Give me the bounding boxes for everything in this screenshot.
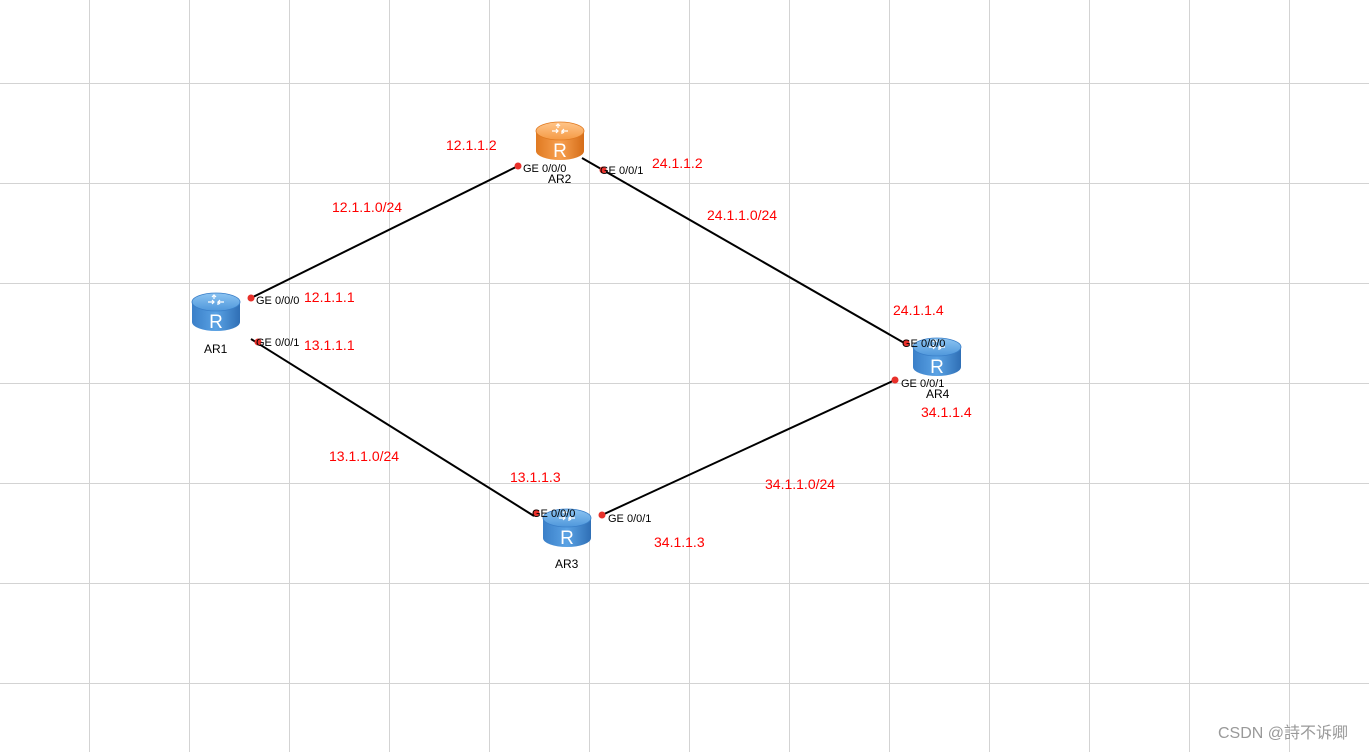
- link-ar3-ar4[interactable]: [601, 379, 896, 516]
- port-dot-ar3-g0[interactable]: [532, 509, 540, 517]
- iface-ar4-g0-label: GE 0/0/0: [902, 338, 946, 350]
- iface-ar3-g0-label: GE 0/0/0: [532, 508, 576, 520]
- router-ar1-letter: R: [209, 312, 223, 333]
- link-ar1-ar2[interactable]: [250, 165, 519, 299]
- port-dot-ar1-g0[interactable]: [247, 294, 255, 302]
- iface-ar4-g1-label: GE 0/0/1: [901, 378, 945, 390]
- subnet-ar1-ar2: 12.1.1.0/24: [332, 199, 403, 215]
- iface-ar2-g0-label: GE 0/0/0: [523, 163, 567, 175]
- ip-ar3-g1: 34.1.1.3: [654, 534, 705, 550]
- router-ar1-icon[interactable]: R: [191, 292, 241, 333]
- router-ar1-name: AR1: [204, 342, 228, 356]
- port-dot-ar4-g0[interactable]: [902, 339, 910, 347]
- port-dot-ar4-g1[interactable]: [891, 376, 899, 384]
- router-ar3-letter: R: [560, 528, 574, 549]
- iface-ar3-g1-label: GE 0/0/1: [608, 513, 652, 525]
- router-ar3-icon[interactable]: R: [542, 508, 592, 549]
- watermark-text: CSDN @詩不诉卿: [1218, 725, 1349, 742]
- iface-ar1-g0-label: GE 0/0/0: [256, 295, 300, 307]
- subnet-ar1-ar3: 13.1.1.0/24: [329, 448, 400, 464]
- router-ar2-name: AR2: [548, 172, 572, 186]
- ip-ar1-g0: 12.1.1.1: [304, 289, 355, 305]
- router-ar4-name: AR4: [926, 387, 950, 401]
- link-ar2-ar4[interactable]: [581, 157, 907, 345]
- ip-ar4-g1: 34.1.1.4: [921, 404, 972, 420]
- link-ar1-ar3[interactable]: [250, 338, 535, 517]
- router-ar4-letter: R: [930, 357, 944, 378]
- port-dot-ar3-g1[interactable]: [598, 511, 606, 519]
- router-ar4-icon[interactable]: R: [912, 337, 962, 378]
- router-ar2-letter: R: [553, 141, 567, 162]
- ip-ar2-g0: 12.1.1.2: [446, 137, 497, 153]
- port-dot-ar2-g1[interactable]: [599, 166, 607, 174]
- router-ar2-icon[interactable]: R: [535, 121, 585, 162]
- port-dot-ar1-g1[interactable]: [254, 338, 262, 346]
- iface-ar2-g1-label: GE 0/0/1: [600, 165, 644, 177]
- port-dot-ar2-g0[interactable]: [514, 162, 522, 170]
- ip-ar2-g1: 24.1.1.2: [652, 155, 703, 171]
- subnet-ar2-ar4: 24.1.1.0/24: [707, 207, 778, 223]
- router-ar3-name: AR3: [555, 557, 579, 571]
- ip-ar3-g0: 13.1.1.3: [510, 469, 561, 485]
- ip-ar1-g1: 13.1.1.1: [304, 337, 355, 353]
- subnet-ar3-ar4: 34.1.1.0/24: [765, 476, 836, 492]
- iface-ar1-g1-label: GE 0/0/1: [256, 337, 300, 349]
- ip-ar4-g0: 24.1.1.4: [893, 302, 944, 318]
